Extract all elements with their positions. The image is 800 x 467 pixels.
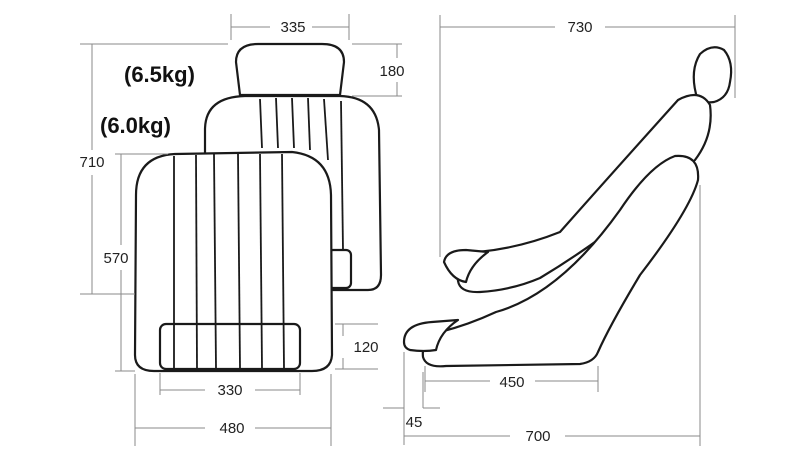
rear-seat-side-cushion <box>442 248 490 284</box>
front-seat-weight: (6.0kg) <box>100 113 171 138</box>
front-seat-ribs <box>173 153 285 369</box>
front-seat-outline <box>133 150 334 373</box>
front-seat-side-profile <box>402 154 700 368</box>
front-view-dimension-lines <box>80 14 402 446</box>
rear-seat-side-profile <box>442 46 733 294</box>
rear-seat-weight: (6.5kg) <box>124 62 195 87</box>
rear-seat-headrest <box>234 42 346 97</box>
dim-label-overall-depth: 700 <box>525 428 550 445</box>
dim-label-headrest-width: 335 <box>280 19 305 36</box>
dim-label-overall-width: 480 <box>219 420 244 437</box>
dim-label-cushion-height: 120 <box>353 339 378 356</box>
rear-seat-ribs <box>259 97 344 251</box>
dim-label-rear-height: 710 <box>79 154 104 171</box>
dim-label-headrest-height: 180 <box>379 63 404 80</box>
front-view: (6.5kg) (6.0kg) 335 180 710 570 120 330 … <box>79 14 405 446</box>
rear-seat-side-body <box>456 93 712 294</box>
front-seat-side-cushion <box>402 318 460 353</box>
rear-seat-side-headrest <box>692 46 733 104</box>
dim-label-overall-height: 730 <box>567 19 592 36</box>
side-view: 730 450 45 700 <box>383 15 736 446</box>
dim-label-base-width: 330 <box>217 382 242 399</box>
front-seat-side-body <box>421 154 700 368</box>
dim-label-cushion-depth: 450 <box>499 374 524 391</box>
dim-label-front-height: 570 <box>103 250 128 267</box>
side-view-dimension-lines <box>383 15 736 446</box>
front-seat-cushion <box>158 322 302 371</box>
dim-label-offset: 45 <box>406 414 423 431</box>
